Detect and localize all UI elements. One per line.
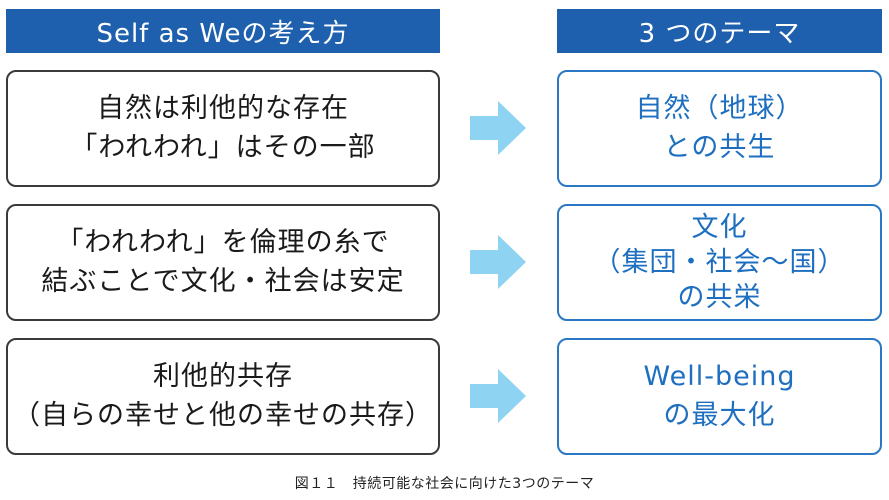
theme-box-2: 文化 （集団・社会～国） の共栄 xyxy=(557,204,882,321)
theme-box-1-line-2: との共生 xyxy=(663,131,776,163)
figure-caption: 図１１ 持続可能な社会に向けた3つのテーマ xyxy=(0,473,889,493)
concept-box-2-line-1: 「われわれ」を倫理の糸で xyxy=(56,227,390,259)
concept-box-3-line-2: （自らの幸せと他の幸せの共存） xyxy=(13,399,433,431)
concept-box-3-line-1: 利他的共存 xyxy=(153,361,293,393)
theme-box-2-line-3: の共栄 xyxy=(677,282,762,314)
theme-box-1-line-1: 自然（地球） xyxy=(635,93,804,125)
concept-box-2: 「われわれ」を倫理の糸で 結ぶことで文化・社会は安定 xyxy=(6,204,440,321)
theme-box-2-line-1: 文化 xyxy=(691,211,748,243)
theme-box-1: 自然（地球） との共生 xyxy=(557,70,882,187)
theme-box-2-line-2: （集団・社会～国） xyxy=(593,246,846,278)
right-arrow-icon xyxy=(470,101,526,155)
concept-box-1-line-2: 「われわれ」はその一部 xyxy=(70,131,376,163)
right-arrow-icon xyxy=(470,369,526,423)
header-self-as-we-label: Self as Weの考え方 xyxy=(96,18,350,49)
concept-box-2-line-2: 結ぶことで文化・社会は安定 xyxy=(41,265,405,297)
concept-box-1: 自然は利他的な存在 「われわれ」はその一部 xyxy=(6,70,440,187)
header-three-themes: 3 つのテーマ xyxy=(557,9,882,53)
concept-box-1-line-1: 自然は利他的な存在 xyxy=(97,93,349,125)
right-arrow-icon xyxy=(470,235,526,289)
theme-box-3-line-1: Well-being xyxy=(643,361,796,393)
header-self-as-we: Self as Weの考え方 xyxy=(6,9,440,53)
header-three-themes-label: 3 つのテーマ xyxy=(638,18,801,49)
theme-box-3-line-2: の最大化 xyxy=(663,399,776,431)
figure-caption-text: 図１１ 持続可能な社会に向けた3つのテーマ xyxy=(294,476,595,492)
theme-box-3: Well-being の最大化 xyxy=(557,338,882,455)
concept-box-3: 利他的共存 （自らの幸せと他の幸せの共存） xyxy=(6,338,440,455)
